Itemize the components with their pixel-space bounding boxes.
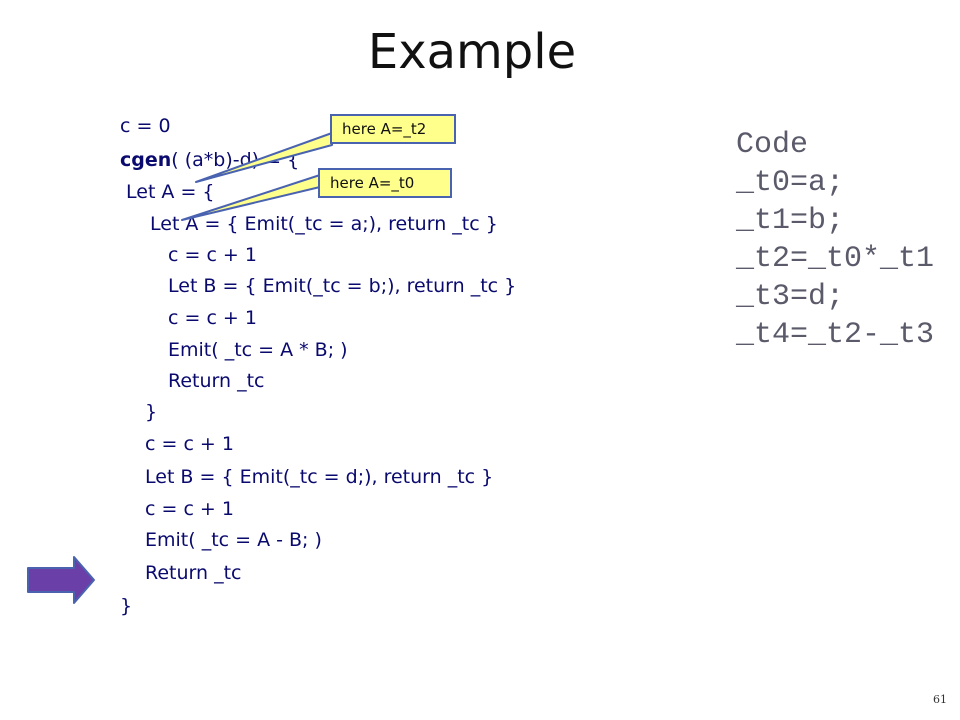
code-line-4: Let A = { Emit(_tc = a;), return _tc } — [150, 213, 498, 235]
code-line-11: c = c + 1 — [145, 433, 234, 455]
code-line-15: Return _tc — [145, 562, 242, 584]
callout-top-tail — [195, 132, 333, 183]
code-line-14: Emit( _tc = A - B; ) — [145, 529, 322, 551]
cgen-keyword: cgen — [120, 149, 172, 171]
right-arrow-icon — [27, 556, 95, 604]
code-line-13: c = c + 1 — [145, 498, 234, 520]
callout-bottom-tail — [181, 174, 321, 221]
generated-code-line: _t1=b; — [736, 204, 845, 238]
slide-title: Example — [367, 24, 577, 80]
code-line-9: Return _tc — [168, 370, 265, 392]
generated-code-heading: Code — [736, 128, 809, 162]
generated-code-line: _t2=_t0*_t1 — [736, 242, 935, 276]
generated-code-block: Code _t0=a; _t1=b; _t2=_t0*_t1 _t3=d; _t4=_t2… — [736, 126, 934, 354]
code-line-5: c = c + 1 — [168, 244, 257, 266]
generated-code-line: _t4=_t2-_t3 — [736, 318, 935, 352]
code-line-1: c = 0 — [120, 115, 171, 137]
code-line-16: } — [120, 595, 133, 617]
generated-code-line: _t3=d; — [736, 280, 845, 314]
code-line-3: Let A = { — [126, 181, 215, 203]
code-line-12: Let B = { Emit(_tc = d;), return _tc } — [145, 466, 494, 488]
slide-number: 61 — [933, 693, 947, 706]
callout-here-a-t2: here A=_t2 — [330, 114, 456, 144]
code-line-7: c = c + 1 — [168, 307, 257, 329]
code-line-10: } — [145, 401, 158, 423]
callout-here-a-t0: here A=_t0 — [318, 168, 452, 198]
code-line-8: Emit( _tc = A * B; ) — [168, 339, 348, 361]
code-line-6: Let B = { Emit(_tc = b;), return _tc } — [168, 275, 517, 297]
generated-code-line: _t0=a; — [736, 166, 845, 200]
